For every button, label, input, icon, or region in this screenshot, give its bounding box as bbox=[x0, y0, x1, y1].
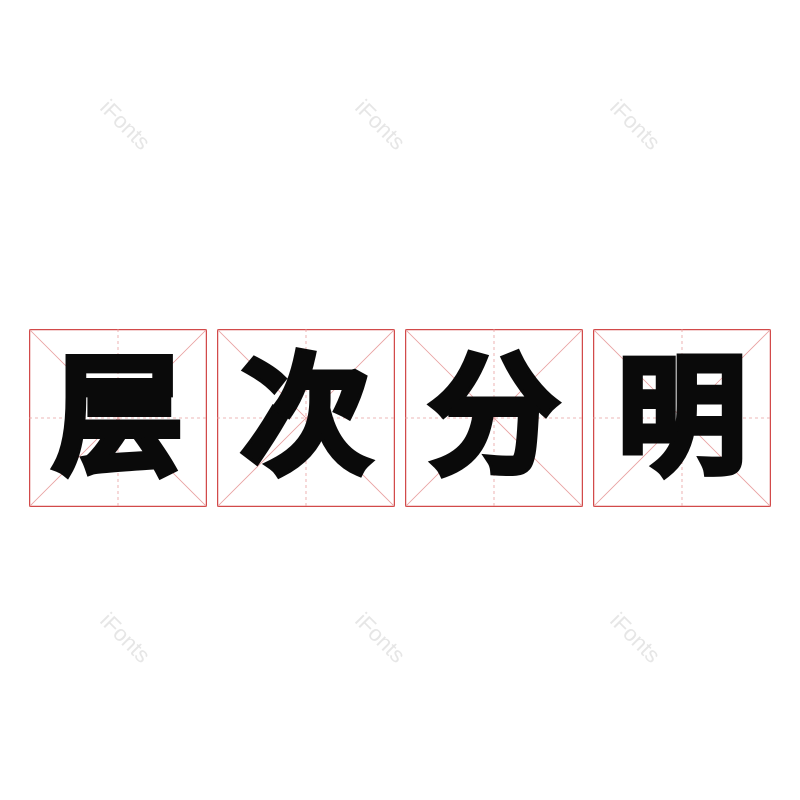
character-cell: 分 bbox=[405, 329, 583, 507]
watermark-text: iFonts bbox=[350, 607, 411, 668]
watermark-text: iFonts bbox=[605, 94, 666, 155]
character-glyph: 次 bbox=[238, 343, 373, 492]
character-glyph: 分 bbox=[426, 343, 561, 492]
mi-grid bbox=[217, 329, 395, 507]
character-glyph: 明 bbox=[614, 343, 749, 492]
character-glyph: 层 bbox=[50, 343, 185, 492]
mi-grid bbox=[593, 329, 771, 507]
character-cell: 次 bbox=[217, 329, 395, 507]
watermark-text: iFonts bbox=[95, 607, 156, 668]
character-grid-row: 层 次 分 bbox=[29, 329, 771, 509]
mi-grid bbox=[405, 329, 583, 507]
watermark-text: iFonts bbox=[605, 607, 666, 668]
character-cell: 层 bbox=[29, 329, 207, 507]
mi-grid bbox=[29, 329, 207, 507]
character-cell: 明 bbox=[593, 329, 771, 507]
watermark-text: iFonts bbox=[95, 94, 156, 155]
watermark-text: iFonts bbox=[350, 94, 411, 155]
